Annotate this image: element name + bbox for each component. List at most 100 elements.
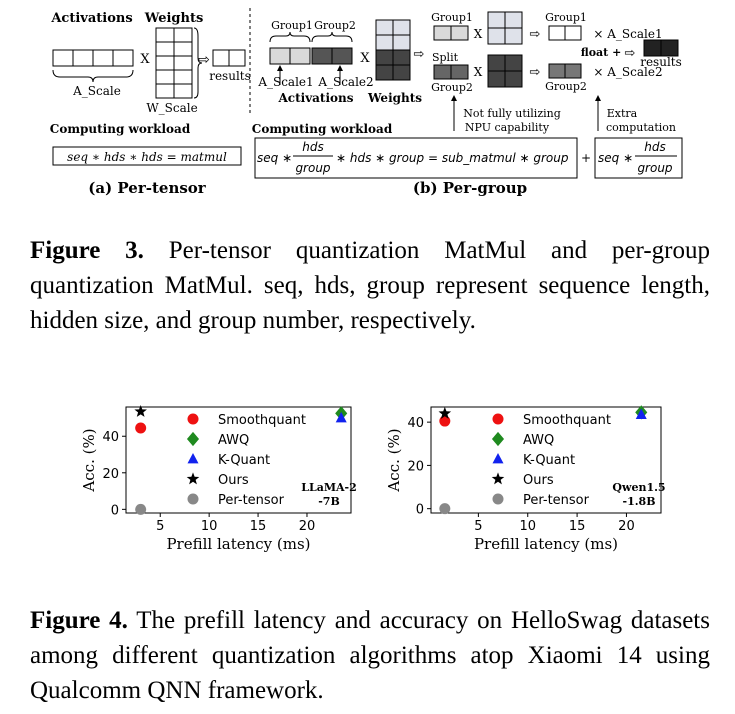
sub-result-group2-label: Group2 xyxy=(545,80,587,93)
extra-note-line2: computation xyxy=(606,121,676,134)
extra-formula: seq ∗ hds group xyxy=(598,140,677,175)
grouped-weight-matrix xyxy=(375,19,411,81)
x-tick-label: 15 xyxy=(250,519,267,534)
formula-plus: + xyxy=(581,151,591,165)
figure-3-diagram: Activations Weights X ⇨ results A_Scale … xyxy=(50,8,683,197)
y-tick-label: 20 xyxy=(407,459,424,474)
legend-label: Smoothquant xyxy=(218,413,306,428)
activations-label-b: Activations xyxy=(277,91,353,105)
legend-label: AWQ xyxy=(218,433,249,448)
sub-activation-group1 xyxy=(433,25,469,41)
legend-label: Smoothquant xyxy=(523,413,611,428)
group1-label: Group1 xyxy=(271,19,313,32)
legend-label: Ours xyxy=(523,473,554,488)
data-point-k-quant xyxy=(635,408,647,419)
x-tick-label: 5 xyxy=(474,519,482,534)
model-annotation: -1.8B xyxy=(623,495,656,508)
a-scale2-label: A_Scale2 xyxy=(317,75,373,89)
group2-brace xyxy=(311,31,353,43)
legend-label: Per-tensor xyxy=(218,493,285,508)
figure-3-caption: Figure 3. Per-tensor quantization MatMul… xyxy=(30,233,710,338)
arrow-top-icon: ⇨ xyxy=(530,27,541,42)
weight-matrix xyxy=(155,27,193,99)
legend-marker-smoothquant xyxy=(492,413,504,425)
arrow-icon: ⇨ xyxy=(198,52,210,68)
multiply-sign-top: X xyxy=(474,27,483,41)
final-result-matrix xyxy=(643,39,679,57)
data-point-smoothquant xyxy=(135,422,147,434)
data-point-ours xyxy=(438,406,452,419)
times-a-scale2: × A_Scale2 xyxy=(593,65,662,79)
per-group-formula-box xyxy=(254,137,578,179)
legend-marker-smoothquant xyxy=(187,413,199,425)
results-label-b: results xyxy=(640,55,682,69)
per-tensor-subtitle: (a) Per-tensor xyxy=(88,179,207,197)
a-scale-label: A_Scale xyxy=(72,84,121,98)
w-scale-label: W_Scale xyxy=(146,101,197,115)
y-tick-label: 0 xyxy=(416,503,424,518)
extra-formula-box xyxy=(594,137,683,179)
x-tick-label: 10 xyxy=(201,519,218,534)
x-tick-label: 10 xyxy=(519,519,536,534)
data-point-per-tensor xyxy=(135,503,147,515)
data-point-per-tensor xyxy=(439,503,451,515)
y-tick-label: 40 xyxy=(407,416,424,431)
legend-marker-ours xyxy=(491,472,505,485)
times-a-scale1: × A_Scale1 xyxy=(593,27,662,41)
legend-label: Ours xyxy=(218,473,249,488)
sub-result-group1-label: Group1 xyxy=(545,11,587,24)
sub-weight-group1 xyxy=(487,11,523,45)
legend-label: K-Quant xyxy=(218,453,270,468)
formula-box xyxy=(52,146,242,166)
activation-matrix xyxy=(52,49,134,67)
extra-note-line1: Extra xyxy=(607,107,638,120)
y-tick-label: 40 xyxy=(102,430,119,445)
group2-label: Group2 xyxy=(314,19,356,32)
arrow-final-icon: ⇨ xyxy=(625,46,636,61)
grouped-activation-matrix xyxy=(269,47,353,65)
per-group-panel: Group1 Group2 A_Scale1 A_Scale2 Activati… xyxy=(252,11,683,197)
extra-formula-group: group xyxy=(637,161,672,175)
figure-3-caption-text: Per-tensor quantization MatMul and per-g… xyxy=(30,237,710,334)
x-tick-label: 5 xyxy=(156,519,164,534)
y-axis-label: Acc. (%) xyxy=(80,428,98,492)
plot-frame xyxy=(125,406,352,514)
multiply-sign-b: X xyxy=(360,51,370,66)
formula-seq: seq ∗ xyxy=(257,151,292,165)
formula-hds-numerator: hds xyxy=(302,140,323,154)
activations-label: Activations xyxy=(50,11,132,26)
model-annotation: LLaMA-2 xyxy=(301,481,357,494)
legend-label: K-Quant xyxy=(523,453,575,468)
model-annotation: -7B xyxy=(318,495,340,508)
y-tick-label: 0 xyxy=(111,503,119,518)
split-label: Split xyxy=(432,51,459,64)
legend-label: AWQ xyxy=(523,433,554,448)
extra-formula-seq: seq ∗ xyxy=(598,151,633,165)
float-plus-label: float + xyxy=(581,46,622,59)
legend-marker-k-quant xyxy=(187,452,199,464)
sub-group2-label: Group2 xyxy=(431,81,473,94)
y-axis-label: Acc. (%) xyxy=(385,428,403,492)
sub-result-group2 xyxy=(548,63,582,79)
extra-formula-hds: hds xyxy=(644,140,665,154)
formula-group-denominator: group xyxy=(295,161,330,175)
sub-result-group1 xyxy=(548,25,582,41)
legend-label: Per-tensor xyxy=(523,493,590,508)
data-point-ours xyxy=(134,404,147,417)
a-scale1-label: A_Scale1 xyxy=(257,75,313,89)
data-point-k-quant xyxy=(335,411,347,423)
computing-workload-title: Computing workload xyxy=(50,122,191,136)
per-tensor-formula: seq ∗ hds ∗ hds = matmul xyxy=(67,150,227,164)
x-tick-label: 15 xyxy=(569,519,586,534)
legend-marker-per-tensor xyxy=(492,493,504,505)
y-tick-label: 20 xyxy=(102,467,119,482)
legend-marker-k-quant xyxy=(492,452,504,464)
x-axis-label: Prefill latency (ms) xyxy=(474,535,618,553)
x-axis-label: Prefill latency (ms) xyxy=(166,535,310,553)
figure-4-caption-text: The prefill latency and accuracy on Hell… xyxy=(30,607,710,704)
results-label: results xyxy=(209,69,251,83)
per-tensor-panel: Activations Weights X ⇨ results A_Scale … xyxy=(50,11,251,197)
npu-note-line2: NPU capability xyxy=(465,121,550,134)
